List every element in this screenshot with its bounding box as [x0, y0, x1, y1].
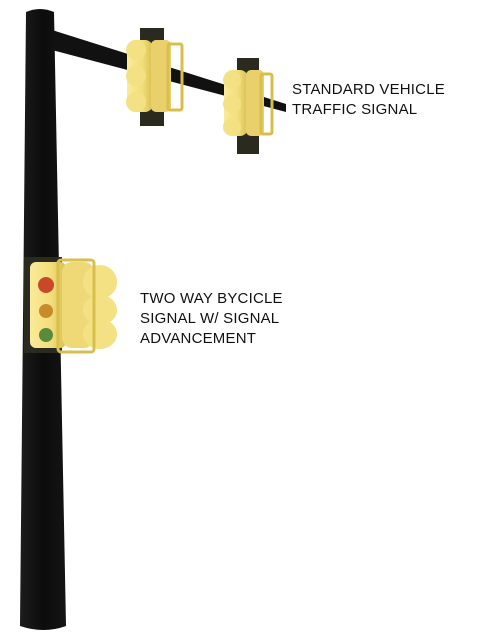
- vehicle-signal-label-line-1: STANDARD VEHICLE: [292, 80, 445, 100]
- vehicle-signal-label: STANDARD VEHICLE TRAFFIC SIGNAL: [292, 80, 445, 120]
- bicycle-signal-label-line-3: ADVANCEMENT: [140, 329, 283, 349]
- bicycle-signal-head: [24, 257, 117, 353]
- green-lamp: [39, 328, 53, 342]
- vehicle-signal-label-line-2: TRAFFIC SIGNAL: [292, 100, 445, 120]
- bicycle-signal-label-line-2: SIGNAL W/ SIGNAL: [140, 309, 283, 329]
- amber-lamp: [39, 304, 53, 318]
- bicycle-signal-label-line-1: TWO WAY BYCICLE: [140, 289, 283, 309]
- red-lamp: [38, 277, 54, 293]
- bicycle-signal-label: TWO WAY BYCICLE SIGNAL W/ SIGNAL ADVANCE…: [140, 289, 283, 349]
